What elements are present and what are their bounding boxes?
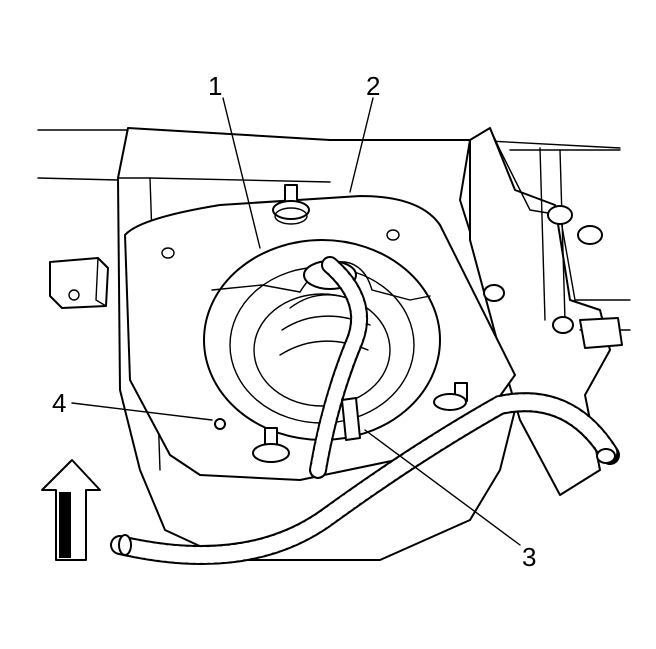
stud-lower-right bbox=[433, 382, 468, 411]
left-bracket bbox=[49, 257, 109, 309]
callout-2: 2 bbox=[366, 71, 380, 101]
leader-lines bbox=[71, 97, 521, 546]
mount-studs bbox=[252, 184, 603, 463]
bolt-right-a bbox=[483, 205, 603, 334]
wiring-harness bbox=[110, 256, 620, 565]
mounting-hole bbox=[214, 418, 226, 430]
callout-1: 1 bbox=[208, 71, 222, 101]
leader-3 bbox=[364, 429, 521, 546]
up-arrow-icon bbox=[41, 459, 101, 561]
harness-clip bbox=[341, 397, 361, 441]
callout-4: 4 bbox=[52, 388, 66, 418]
callout-3: 3 bbox=[522, 542, 536, 572]
stud-upper-left bbox=[272, 184, 310, 225]
stud-lower-left bbox=[252, 427, 290, 463]
leader-4 bbox=[71, 402, 213, 421]
leader-2 bbox=[349, 97, 374, 193]
leader-1 bbox=[222, 97, 261, 249]
